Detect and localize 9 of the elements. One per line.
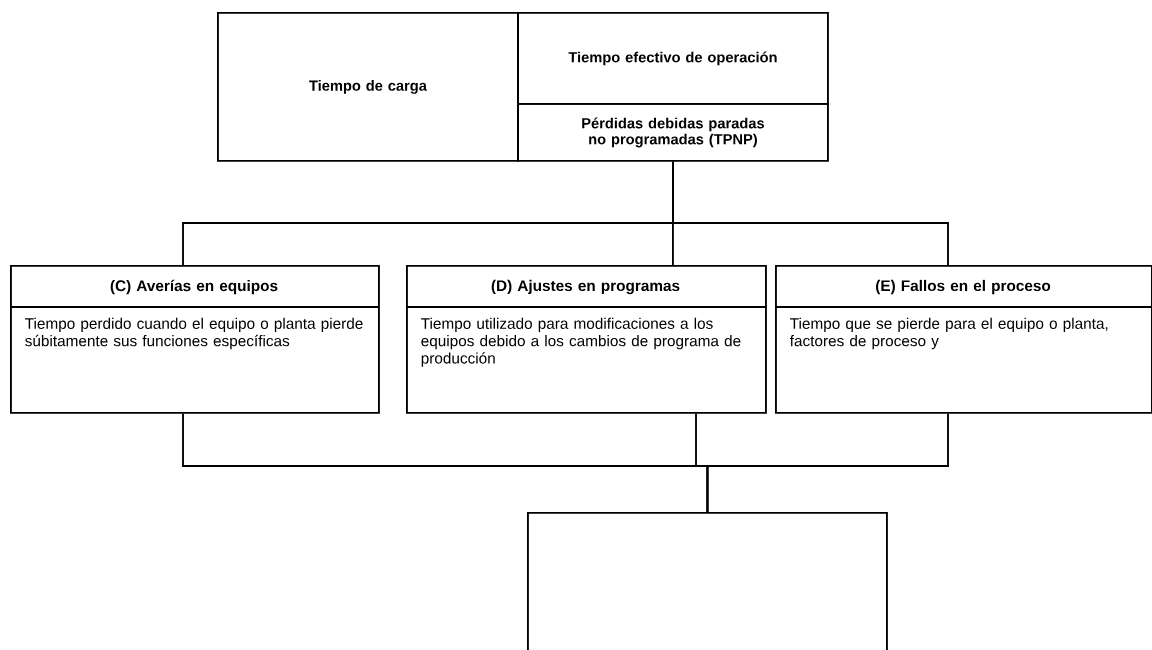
text-box: (E) Fallos en el proceso Tiempo que se pierde para el equipo o planta, factores de proceso y bbox=[774, 265, 1152, 414]
text-box: Pérdidas debidas paradas no programadas (TPNP) bbox=[517, 103, 829, 162]
connector-line bbox=[672, 160, 949, 266]
text-box: (D) Ajustes en programas Tiempo utilizado para modificaciones a los equipos debido a los cambios de programa de producción bbox=[405, 265, 767, 414]
empty-box bbox=[527, 512, 888, 650]
connector-line bbox=[706, 412, 949, 513]
text-box: Tiempo efectivo de operación bbox=[517, 12, 829, 105]
text-box: Tiempo de carga bbox=[217, 12, 519, 162]
text-box: (C) Averías en equipos Tiempo perdido cuando el equipo o planta pierde súbitamente sus funciones específicas bbox=[9, 265, 380, 414]
